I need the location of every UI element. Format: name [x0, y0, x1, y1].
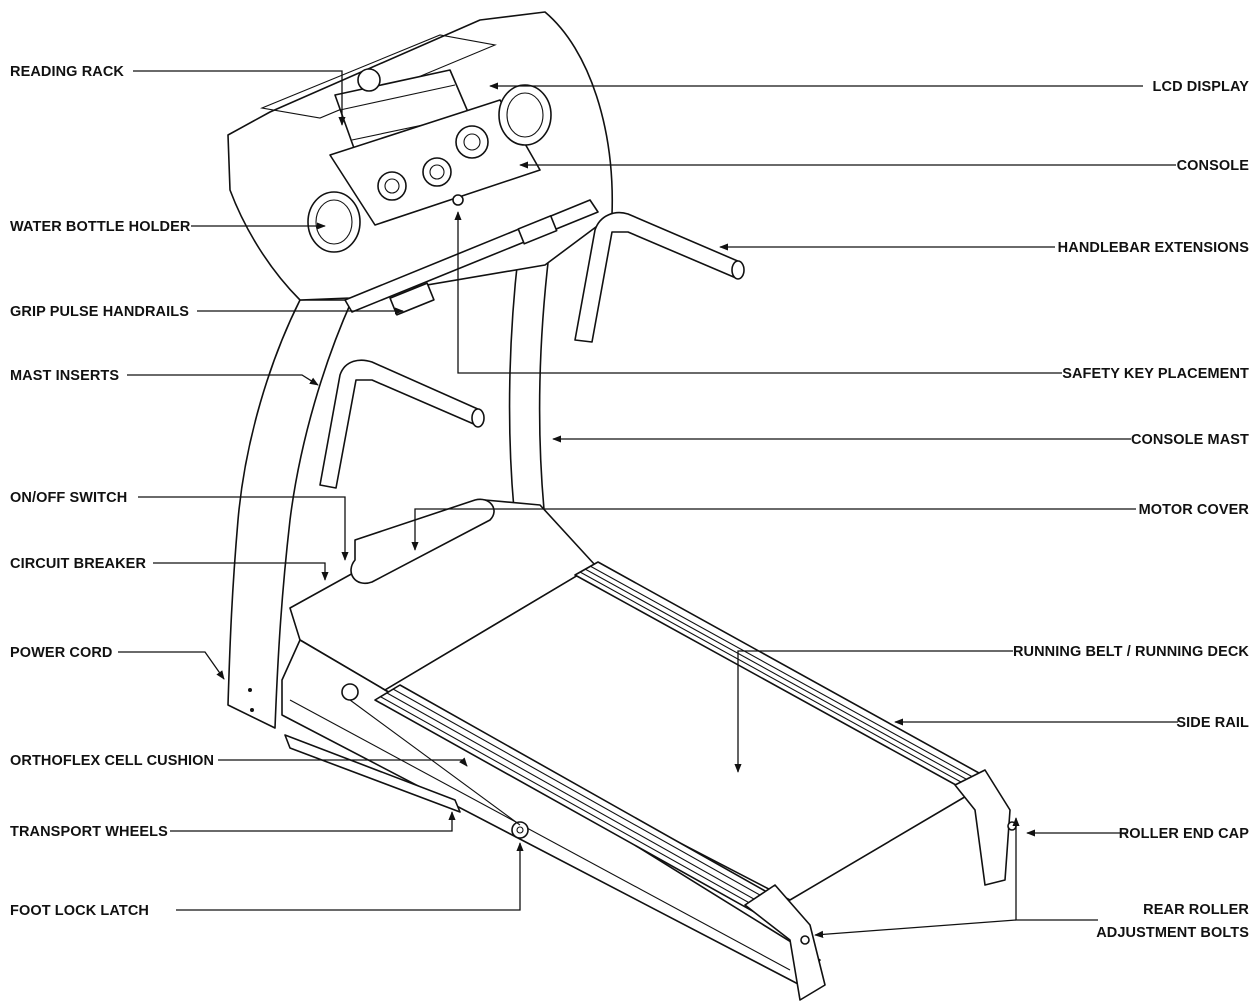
leader-lines [118, 70, 1178, 938]
label-side-rail: SIDE RAIL [1176, 715, 1249, 731]
label-running-belt-deck: RUNNING BELT / RUNNING DECK [1013, 644, 1249, 660]
roller-end-cap-left [744, 884, 826, 1001]
left-console-mast [227, 299, 353, 729]
label-roller-end-cap: ROLLER END CAP [1119, 826, 1250, 842]
console-knob-2 [422, 157, 452, 187]
handlebar-extension-front [319, 359, 485, 489]
label-reading-rack: READING RACK [10, 64, 124, 80]
label-motor-cover: MOTOR COVER [1139, 502, 1250, 518]
label-safety-key-placement: SAFETY KEY PLACEMENT [1062, 366, 1249, 382]
leader-orthoflex-cell-cushion [218, 757, 468, 767]
base-frame [281, 639, 821, 986]
leader-running-belt-deck [734, 650, 1013, 773]
handlebar-extension-rear [574, 211, 745, 343]
label-power-cord: POWER CORD [10, 645, 113, 661]
label-transport-wheels: TRANSPORT WHEELS [10, 824, 168, 840]
right-console-mast [508, 229, 553, 521]
label-foot-lock-latch: FOOT LOCK LATCH [10, 903, 149, 919]
label-lcd-display: LCD DISPLAY [1153, 79, 1250, 95]
leader-power-cord [118, 651, 225, 680]
treadmill-illustration [227, 11, 1017, 1001]
safety-key-socket [452, 194, 464, 206]
leader-motor-cover [411, 508, 1136, 551]
leader-reading-rack [133, 70, 346, 126]
part-labels: READING RACK WATER BOTTLE HOLDER GRIP PU… [10, 64, 1249, 941]
label-grip-pulse-handrails: GRIP PULSE HANDRAILS [10, 304, 189, 320]
label-mast-inserts: MAST INSERTS [10, 368, 119, 384]
label-console: CONSOLE [1177, 158, 1250, 174]
leader-rear-roller-bolts-left [814, 919, 1017, 938]
lcd-display-window [357, 68, 381, 92]
leader-foot-lock-latch [176, 842, 524, 911]
leader-on-off-switch [138, 496, 349, 561]
console-knob-1 [377, 171, 407, 201]
leader-transport-wheels [170, 811, 456, 832]
leader-mast-inserts [127, 374, 319, 386]
label-rear-roller-line2: ADJUSTMENT BOLTS [1096, 925, 1249, 941]
label-water-bottle-holder: WATER BOTTLE HOLDER [10, 219, 191, 235]
console-housing [227, 11, 614, 301]
label-orthoflex-cell-cushion: ORTHOFLEX CELL CUSHION [10, 753, 214, 769]
label-handlebar-extensions: HANDLEBAR EXTENSIONS [1058, 240, 1250, 256]
label-on-off-switch: ON/OFF SWITCH [10, 490, 127, 506]
grip-pulse-handrails-bar [344, 199, 599, 316]
label-rear-roller-line1: REAR ROLLER [1143, 902, 1249, 918]
roller-end-cap-right [954, 769, 1017, 886]
leader-safety-key-placement [454, 211, 1062, 374]
label-circuit-breaker: CIRCUIT BREAKER [10, 556, 146, 572]
leader-circuit-breaker [153, 562, 329, 581]
label-console-mast: CONSOLE MAST [1131, 432, 1249, 448]
console-knob-3 [455, 125, 489, 159]
transport-wheel-assembly [284, 683, 529, 839]
